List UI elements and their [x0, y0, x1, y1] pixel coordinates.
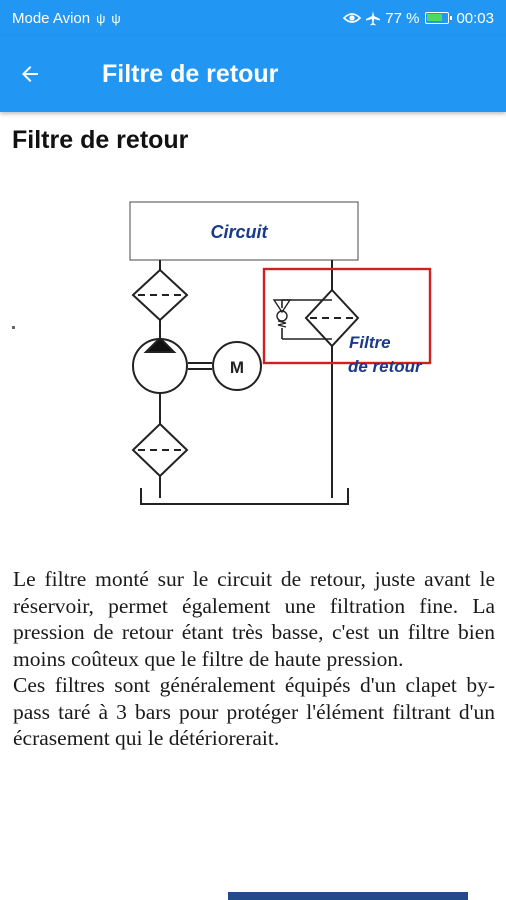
arrow-back-icon: [22, 66, 38, 82]
circuit-label: Circuit: [210, 222, 268, 242]
filter-label-line1: Filtre: [349, 333, 391, 352]
status-bar: Mode Avion ψ ψ 77 % 00:03: [0, 0, 506, 36]
pressure-filter-symbol: [131, 268, 189, 322]
reservoir-symbol: [140, 488, 349, 505]
description-text: Le filtre monté sur le circuit de retour…: [13, 566, 495, 752]
airplane-icon: [366, 11, 381, 26]
eye-icon: [343, 13, 362, 23]
return-filter-highlight: [262, 267, 432, 365]
airplane-mode-label: Mode Avion: [12, 9, 91, 27]
motor-symbol: [212, 341, 262, 391]
back-button[interactable]: [0, 36, 60, 112]
motor-label: M: [230, 358, 244, 377]
battery-icon: [425, 12, 453, 24]
battery-percent: 77 %: [385, 9, 420, 27]
page-heading: Filtre de retour: [12, 126, 189, 154]
usb-icon: ψ: [96, 10, 106, 26]
usb-debug-icon: ψ: [111, 10, 121, 26]
paragraph-1: Le filtre monté sur le circuit de retour…: [13, 567, 495, 671]
return-filter-symbol: [304, 288, 360, 348]
suction-filter-symbol: [131, 422, 189, 478]
clock: 00:03: [456, 9, 494, 27]
scan-artifact-dot: [12, 326, 15, 329]
app-bar-title: Filtre de retour: [102, 59, 279, 88]
filter-label-line2: de retour: [348, 357, 423, 376]
battery-level: [427, 14, 443, 21]
paragraph-2: Ces filtres sont généralement équipés d'…: [13, 673, 495, 750]
next-image-edge: [228, 892, 468, 900]
bypass-valve-symbol: [272, 299, 292, 314]
hydraulic-circuit-diagram: Circuit M Filtre de retour: [129, 201, 432, 505]
circuit-box: [129, 201, 359, 261]
app-bar: Filtre de retour: [0, 36, 506, 112]
